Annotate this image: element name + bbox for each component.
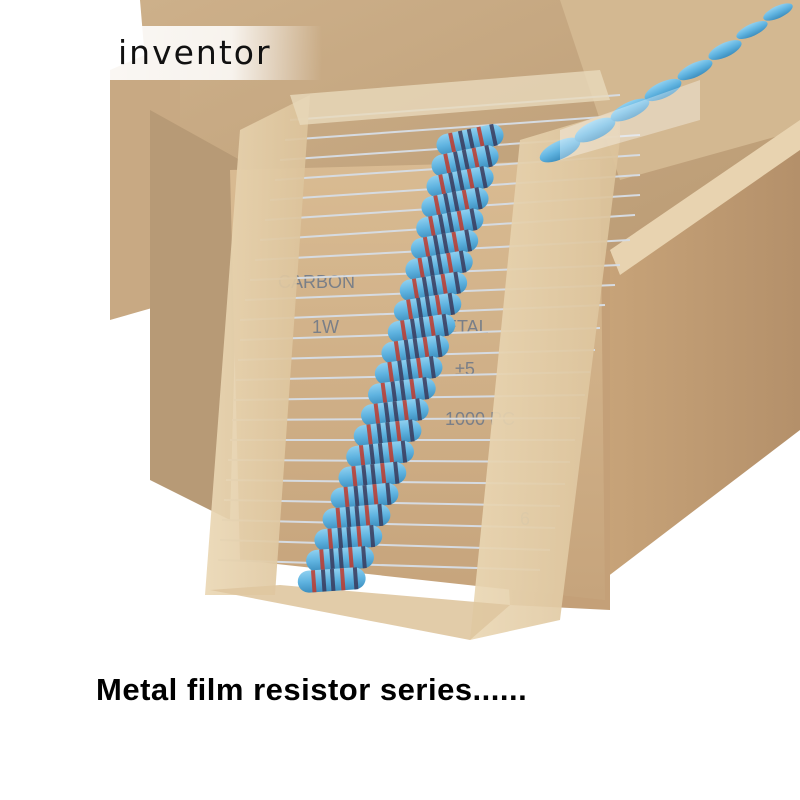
resistor [330,482,399,510]
resistor-chain-distant [539,3,793,163]
resistor [322,503,391,531]
paper-tape [205,70,620,640]
resistor [306,546,374,572]
resistor-column [297,123,504,593]
brand-name: inventor [118,33,272,72]
resistor [338,461,407,489]
svg-text:1W: 1W [312,317,339,337]
brand-banner [22,26,322,80]
resistor [431,144,499,177]
resistor [346,440,414,468]
resistor [436,123,504,156]
resistor [314,524,383,552]
resistor [297,567,366,593]
svg-text:±5: ±5 [455,359,475,379]
resistor [361,398,429,427]
product-caption: Metal film resistor series...... [96,672,528,707]
resistor [353,419,422,448]
